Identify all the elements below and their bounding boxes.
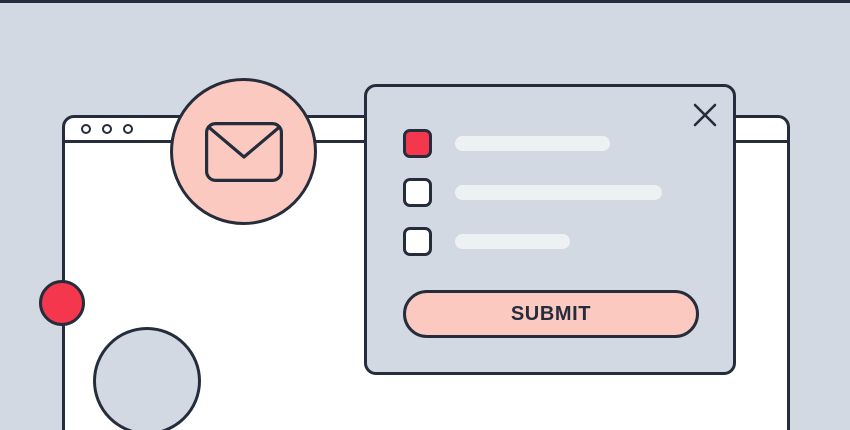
option-label-placeholder-3: [455, 234, 570, 249]
submit-button[interactable]: SUBMIT: [403, 290, 699, 338]
modal-dialog: SUBMIT: [364, 84, 736, 375]
option-checkbox-3[interactable]: [403, 227, 432, 256]
option-checkbox-1[interactable]: [403, 129, 432, 158]
close-icon: [692, 102, 718, 128]
window-dot-2-icon[interactable]: [102, 124, 112, 134]
option-row[interactable]: [403, 178, 713, 207]
envelope-icon: [204, 121, 283, 182]
window-dot-1-icon[interactable]: [81, 124, 91, 134]
option-checkbox-2[interactable]: [403, 178, 432, 207]
close-button[interactable]: [691, 101, 719, 129]
option-row[interactable]: [403, 227, 713, 256]
red-dot-decoration: [39, 280, 85, 326]
option-list: [403, 129, 713, 256]
window-dot-3-icon[interactable]: [123, 124, 133, 134]
gray-circle-decoration: [93, 327, 201, 430]
option-label-placeholder-1: [455, 136, 610, 151]
option-row[interactable]: [403, 129, 713, 158]
mail-badge: [170, 78, 317, 225]
option-label-placeholder-2: [455, 185, 662, 200]
